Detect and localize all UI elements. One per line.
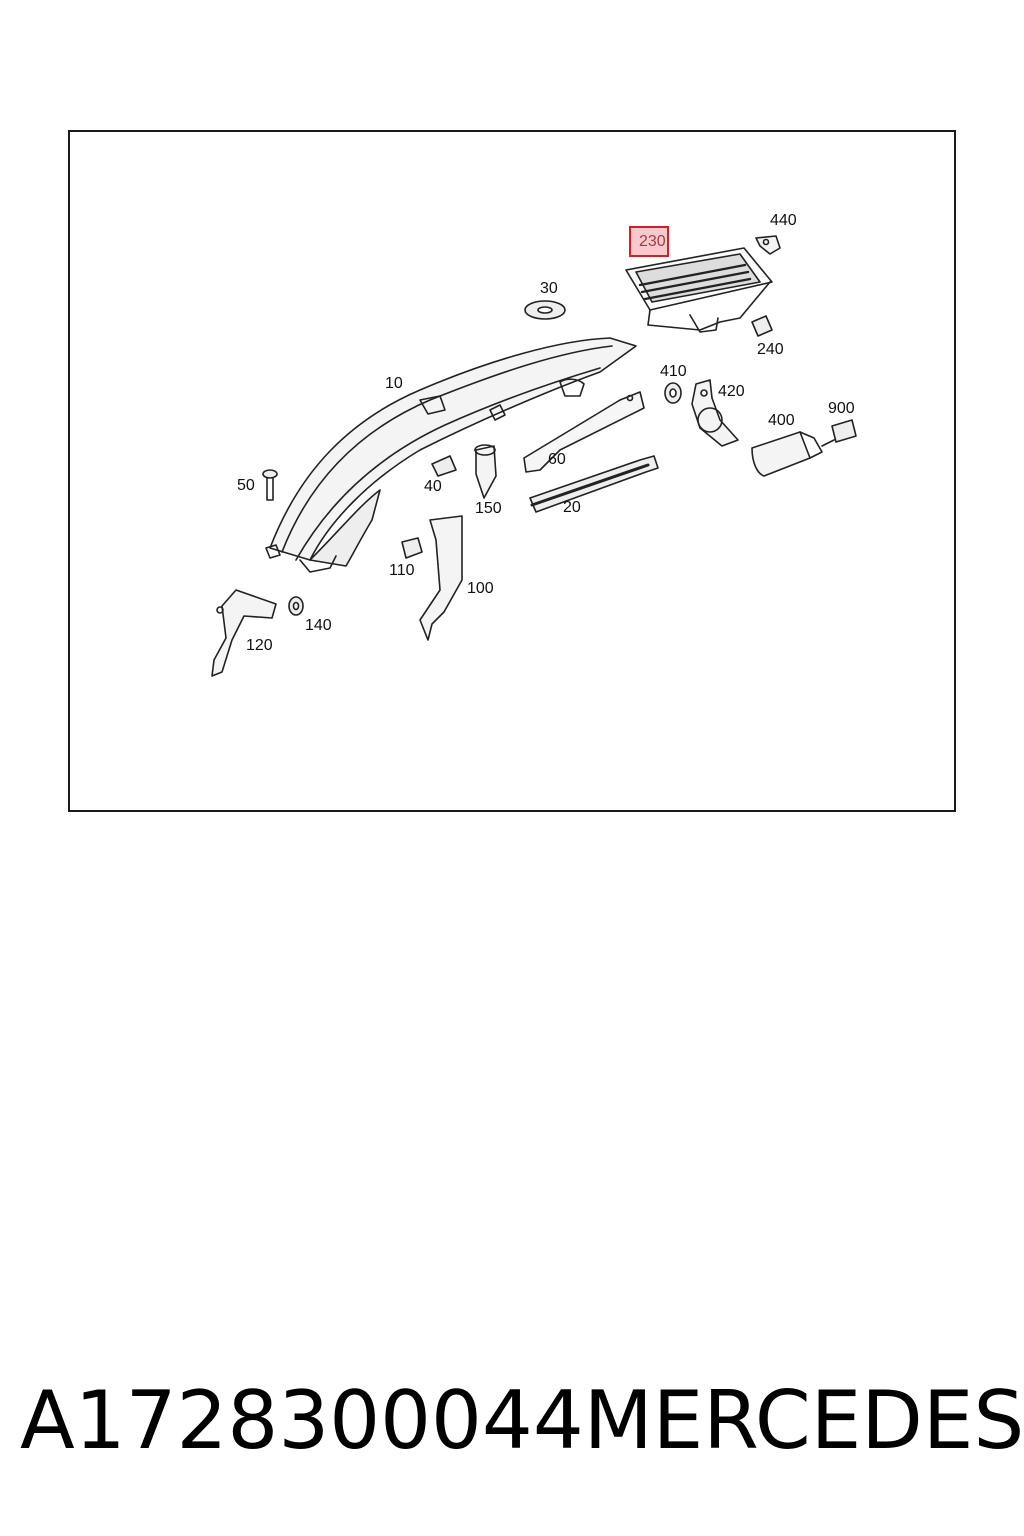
part-900-connector	[831, 419, 857, 443]
callout-110: 110	[389, 562, 415, 579]
callout-900: 900	[828, 400, 855, 417]
part-20-strip	[529, 455, 659, 513]
part-10-housing	[265, 337, 637, 573]
part-240-clip	[751, 315, 773, 337]
callout-150: 150	[475, 500, 502, 517]
callout-140: 140	[305, 617, 332, 634]
part-100-bracket	[419, 515, 463, 641]
part-420-bracket	[691, 379, 739, 447]
parts-illustration	[211, 235, 857, 677]
part-40-clip	[431, 455, 457, 477]
part-30-grommet	[524, 300, 566, 320]
part-60-bracket	[523, 391, 645, 473]
part-440-bracket	[755, 235, 781, 255]
part-120-bracket	[211, 589, 277, 677]
footer-caption: A1728300044 MERCEDES	[20, 1370, 1024, 1470]
callout-20: 20	[563, 499, 581, 516]
part-50-bolt	[262, 469, 278, 501]
brand-name: MERCEDES	[583, 1373, 1024, 1467]
part-110-nut	[401, 537, 423, 559]
part-410-nut	[664, 382, 682, 404]
diagram-frame	[68, 130, 956, 812]
part-number: A1728300044	[20, 1373, 584, 1467]
callout-120: 120	[246, 637, 273, 654]
part-230-frame	[625, 247, 773, 333]
callout-410: 410	[660, 363, 687, 380]
callout-400: 400	[768, 412, 795, 429]
callout-60: 60	[548, 451, 566, 468]
callout-230-highlighted[interactable]: 230	[629, 226, 669, 257]
callout-30: 30	[540, 280, 558, 297]
part-140-nut	[288, 596, 304, 616]
callout-10: 10	[385, 375, 403, 392]
callout-440: 440	[770, 212, 797, 229]
callout-40: 40	[424, 478, 442, 495]
callout-50: 50	[237, 477, 255, 494]
part-400-lamp	[751, 431, 835, 477]
callout-100: 100	[467, 580, 494, 597]
callout-420: 420	[718, 383, 745, 400]
part-150-plug	[474, 444, 497, 499]
callout-240: 240	[757, 341, 784, 358]
